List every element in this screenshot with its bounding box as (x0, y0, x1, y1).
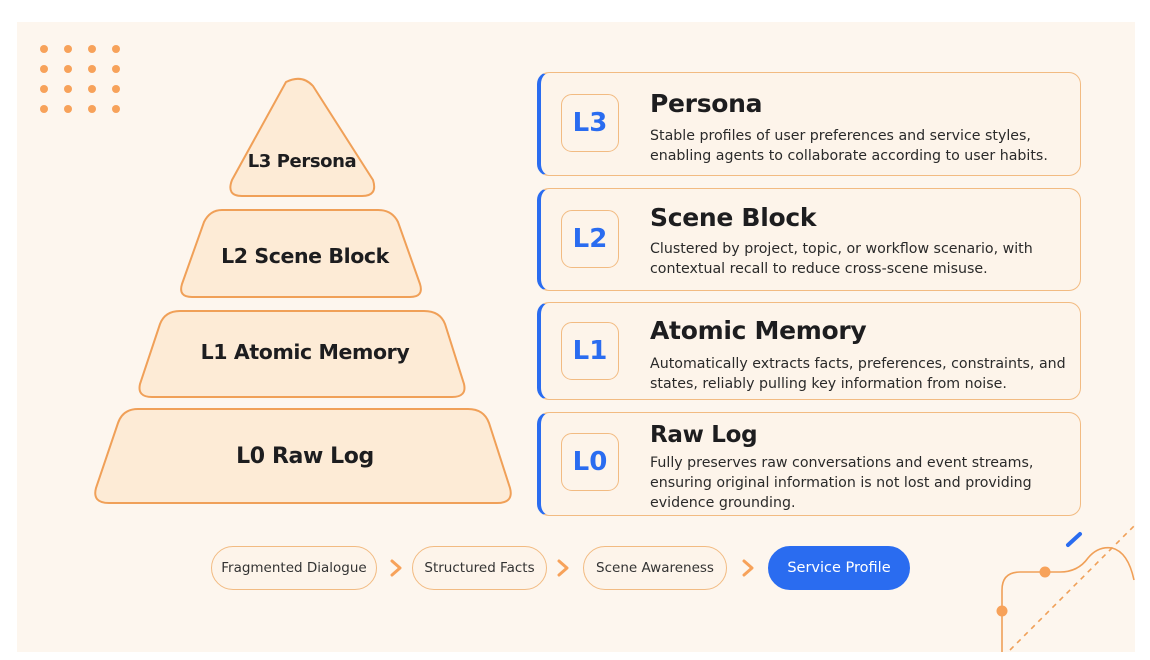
flow-step-structured-facts: Structured Facts (412, 546, 547, 590)
card-desc-l2: Clustered by project, topic, or workflow… (650, 241, 1033, 277)
card-l0: L0 Raw Log Fully preserves raw conversat… (537, 412, 1081, 516)
badge-l0: L0 (561, 433, 619, 491)
flow-step-fragmented-dialogue: Fragmented Dialogue (211, 546, 377, 590)
card-desc-l1: Automatically extracts facts, preference… (650, 356, 1066, 392)
card-l2: L2 Scene Block Clustered by project, top… (537, 188, 1081, 291)
card-l1: L1 Atomic Memory Automatically extracts … (537, 302, 1081, 400)
badge-l1: L1 (561, 322, 619, 380)
decorative-dot-grid (40, 45, 130, 125)
badge-l2: L2 (561, 210, 619, 268)
card-title-l1: Atomic Memory (650, 316, 867, 345)
pyramid-level-l2 (180, 209, 422, 298)
card-l3: L3 Persona Stable profiles of user prefe… (537, 72, 1081, 176)
pyramid-label-l1: L1 Atomic Memory (200, 340, 410, 364)
pyramid-label-l2: L2 Scene Block (221, 244, 389, 268)
chevron-right-icon (742, 559, 754, 577)
card-title-l3: Persona (650, 89, 763, 118)
card-desc-l3: Stable profiles of user preferences and … (650, 128, 1048, 164)
card-title-l2: Scene Block (650, 203, 817, 232)
flow-step-scene-awareness: Scene Awareness (583, 546, 727, 590)
card-desc-l0: Fully preserves raw conversations and ev… (650, 455, 1034, 511)
flow-step-service-profile: Service Profile (768, 546, 910, 590)
badge-l3: L3 (561, 94, 619, 152)
chevron-right-icon (557, 559, 569, 577)
pyramid-label-l3: L3 Persona (247, 151, 357, 172)
pyramid-level-l1 (138, 310, 466, 398)
pyramid-level-l3 (229, 77, 376, 197)
chevron-right-icon (390, 559, 402, 577)
pyramid-level-l0 (94, 408, 512, 504)
pyramid-label-l0: L0 Raw Log (236, 444, 374, 469)
card-title-l0: Raw Log (650, 422, 758, 448)
